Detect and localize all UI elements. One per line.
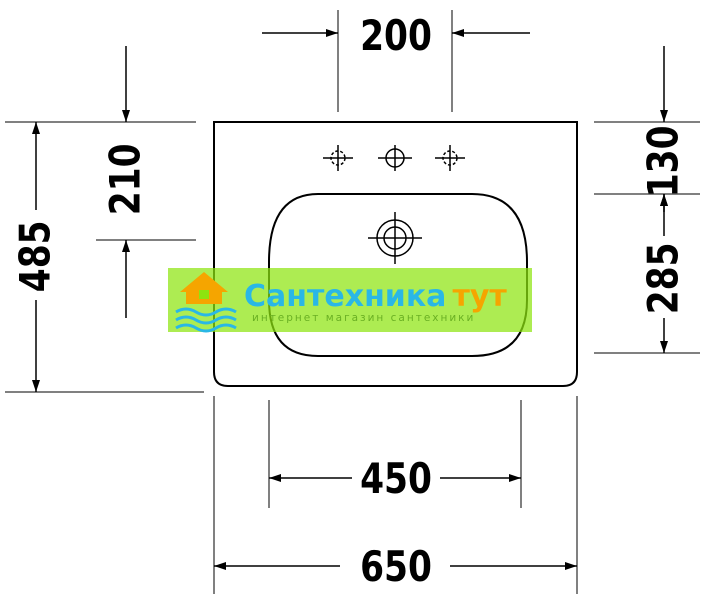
dimension-label-485: 485 — [11, 220, 60, 292]
tap-hole-center-icon — [378, 145, 412, 171]
dimension-label-200: 200 — [360, 12, 432, 61]
dimension-label-130: 130 — [639, 125, 688, 197]
extension-lines — [5, 10, 700, 594]
house-waves-icon — [175, 272, 237, 333]
watermark-title-main: Сантехника — [244, 279, 446, 314]
dimension-label-285: 285 — [639, 242, 688, 314]
dimension-arrows — [32, 29, 668, 570]
dimension-label-210: 210 — [101, 143, 150, 215]
bowl-outline — [268, 193, 528, 357]
tap-hole-right-icon — [435, 145, 465, 171]
drain-symbol — [368, 212, 422, 264]
dimension-label-650: 650 — [360, 543, 432, 592]
watermark-subtitle: интернет магазин сантехники — [252, 312, 475, 324]
tap-hole-left-icon — [323, 145, 353, 171]
dimension-label-450: 450 — [360, 455, 432, 504]
watermark-title-accent: тут — [452, 279, 507, 314]
basin-outline — [213, 121, 578, 387]
watermark-band — [168, 268, 532, 332]
